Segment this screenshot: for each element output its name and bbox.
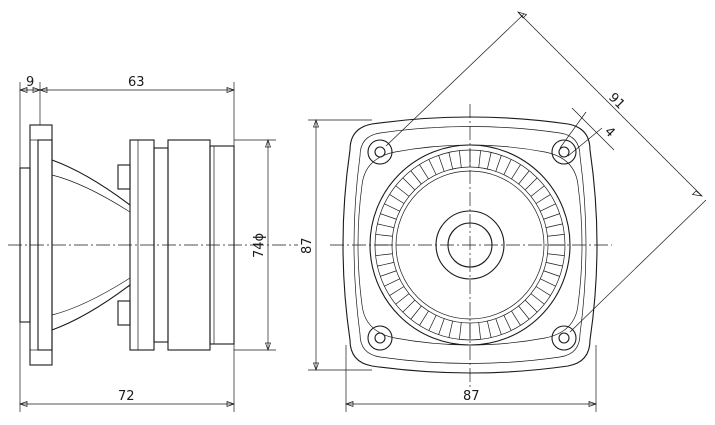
grille-slot-line <box>419 310 429 326</box>
grille-slot-line <box>395 293 410 305</box>
grille-slot-line <box>389 194 405 204</box>
grille-slot-line <box>545 262 563 267</box>
grille-slot-line <box>380 213 397 220</box>
grille-slot-line <box>530 293 545 305</box>
throat-outer <box>435 210 505 280</box>
front-frame-inner <box>353 126 587 364</box>
grille-slot-line <box>384 278 400 287</box>
grille-slot-line <box>448 152 453 170</box>
front-view-dimensions: 87 87 91 4 <box>300 11 707 412</box>
grille-slot-line <box>545 223 563 228</box>
grille-slot-line <box>410 305 422 320</box>
grille-slot-line <box>384 203 400 212</box>
dim-line-hole-diameter <box>571 107 615 151</box>
grille-slot-line <box>524 299 538 313</box>
dim-front-width: 87 <box>463 389 480 404</box>
grille-slot-line <box>419 164 429 180</box>
grille-slot-line <box>428 315 437 331</box>
side-view <box>8 124 298 366</box>
grille-slot-line <box>402 177 416 191</box>
grille-slot-line <box>547 253 565 256</box>
grille-slot-line <box>518 170 530 185</box>
grille-slot-line <box>375 234 393 237</box>
grille-slot-line <box>530 185 545 197</box>
grille-slot-line <box>540 203 556 212</box>
dim-flange-thickness: 9 <box>26 75 34 90</box>
grille-slot-line <box>448 320 453 338</box>
flange-inner <box>37 139 53 351</box>
dim-front-height: 87 <box>300 237 315 254</box>
terminal-top <box>117 164 131 190</box>
grille-slot-line <box>543 213 560 220</box>
mounting-hole-top-right <box>551 139 577 165</box>
dim-hole-diameter: 4 <box>601 124 617 140</box>
grille-slot-line <box>503 159 512 175</box>
flange-lip <box>19 167 31 323</box>
grille-slot-line <box>511 164 521 180</box>
grille-slot-line <box>518 305 530 320</box>
mounting-hole-bottom-left <box>367 325 393 351</box>
grille-slot-line <box>547 234 565 237</box>
grille-slots <box>375 150 565 340</box>
grille-ring-4 <box>395 170 545 320</box>
grille-slot-line <box>438 318 445 335</box>
grille-slot-line <box>495 155 502 172</box>
dim-body-length: 63 <box>128 75 145 90</box>
dim-magnet-diameter: 74ϕ <box>252 233 267 258</box>
grille-slot-line <box>395 185 410 197</box>
horn-upper-curve <box>51 159 131 206</box>
grille-slot-line <box>402 299 416 313</box>
front-plate <box>357 144 583 346</box>
grille-slot-line <box>389 286 405 296</box>
grille-slot-line <box>495 318 502 335</box>
grille-slot-line <box>375 253 393 256</box>
magnet-cap <box>209 145 235 345</box>
grille-slot-line <box>535 194 551 204</box>
mounting-hole-top-left <box>367 139 393 165</box>
terminal-bottom <box>117 300 131 326</box>
grille-slot-line <box>478 150 481 168</box>
grille-slot-line <box>478 322 481 340</box>
mounting-hole-bottom-right <box>551 325 577 351</box>
grille-slot-line <box>380 270 397 277</box>
throat-inner <box>447 222 493 268</box>
grille-slot-line <box>377 223 395 228</box>
grille-slot-line <box>543 270 560 277</box>
grille-outer-ring <box>369 144 571 346</box>
grille-slot-line <box>410 170 422 185</box>
grille-slot-line <box>428 159 437 175</box>
grille-slot-line <box>511 310 521 326</box>
dim-line-hole-spacing <box>517 11 703 197</box>
grille-slot-line <box>377 262 395 267</box>
dim-overall-length: 72 <box>118 389 135 404</box>
grille-slot-line <box>459 150 462 168</box>
grille-slot-line <box>459 322 462 340</box>
grille-slot-line <box>535 286 551 296</box>
grille-slot-line <box>487 152 492 170</box>
grille-slot-line <box>438 155 445 172</box>
grille-slot-line <box>503 315 512 331</box>
grille-slot-line <box>487 320 492 338</box>
grille-slot-line <box>540 278 556 287</box>
horn-lower-curve <box>51 284 131 331</box>
dim-hole-spacing: 91 <box>605 90 627 112</box>
grille-slot-line <box>524 177 538 191</box>
side-view-dimensions: 9 63 72 74ϕ <box>18 75 276 412</box>
front-frame-outer <box>342 116 598 374</box>
front-view <box>330 104 612 390</box>
